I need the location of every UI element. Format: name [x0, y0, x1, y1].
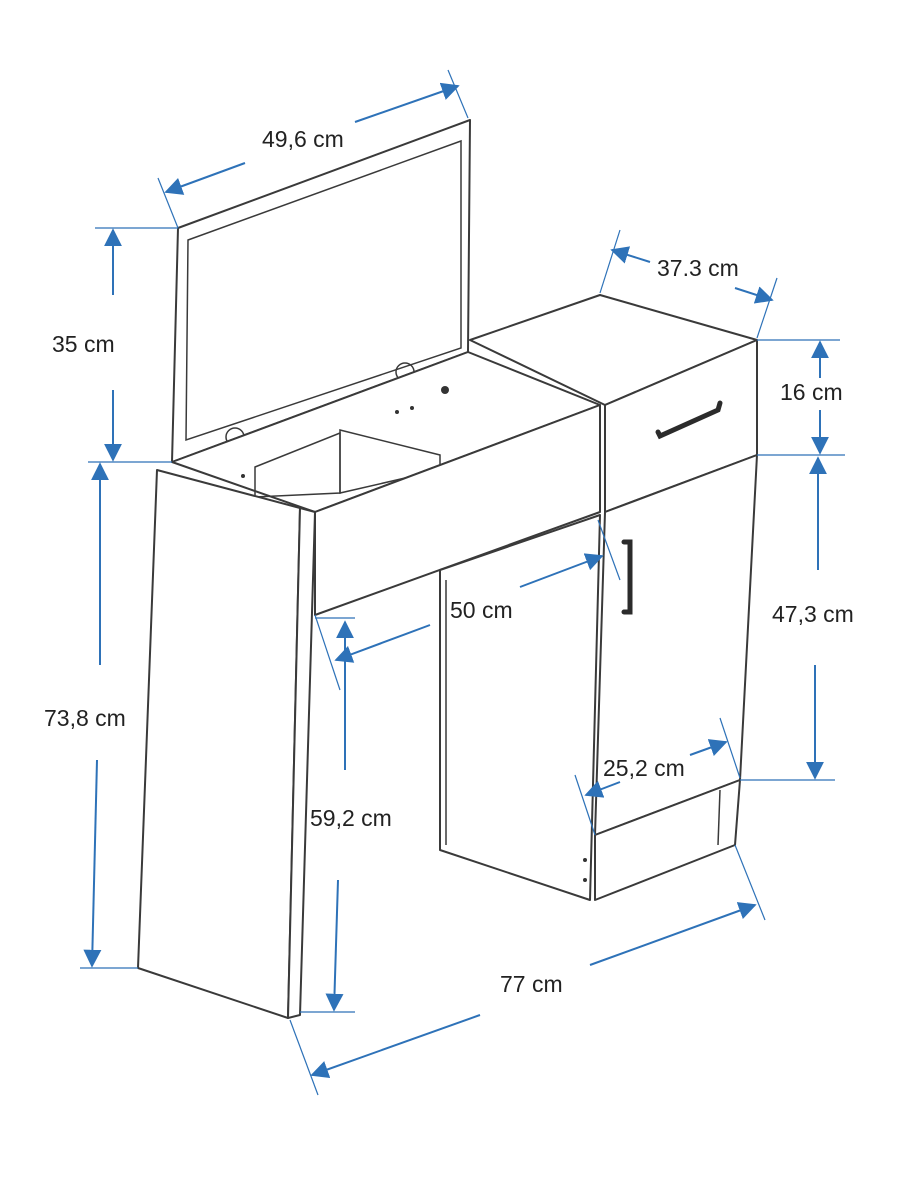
left-leg-edge: [287, 507, 316, 1019]
door-handle: [621, 539, 633, 615]
cabinet-inner-side: [439, 514, 601, 901]
label-total-width: 77 cm: [500, 971, 563, 997]
desk-front: [314, 404, 601, 616]
left-leg-panel: [137, 469, 301, 1019]
label-mirror-height: 35 cm: [52, 331, 115, 357]
label-desk-depth: 50 cm: [450, 597, 513, 623]
dimension-lines: [80, 69, 845, 1096]
mirror-glass: [185, 139, 462, 442]
dimension-labels: 49,6 cm 35 cm 37.3 cm 16 cm 47,3 cm 50 c…: [44, 126, 854, 997]
label-mirror-width: 49,6 cm: [262, 126, 344, 152]
label-cabinet-depth: 37.3 cm: [657, 255, 739, 281]
label-drawer-height: 16 cm: [780, 379, 843, 405]
label-door-height: 47,3 cm: [772, 601, 854, 627]
label-door-width: 25,2 cm: [603, 755, 685, 781]
drawer-handle: [655, 400, 723, 440]
label-knee-height: 59,2 cm: [310, 805, 392, 831]
label-total-height: 73,8 cm: [44, 705, 126, 731]
furniture-drawing: [137, 119, 758, 1019]
